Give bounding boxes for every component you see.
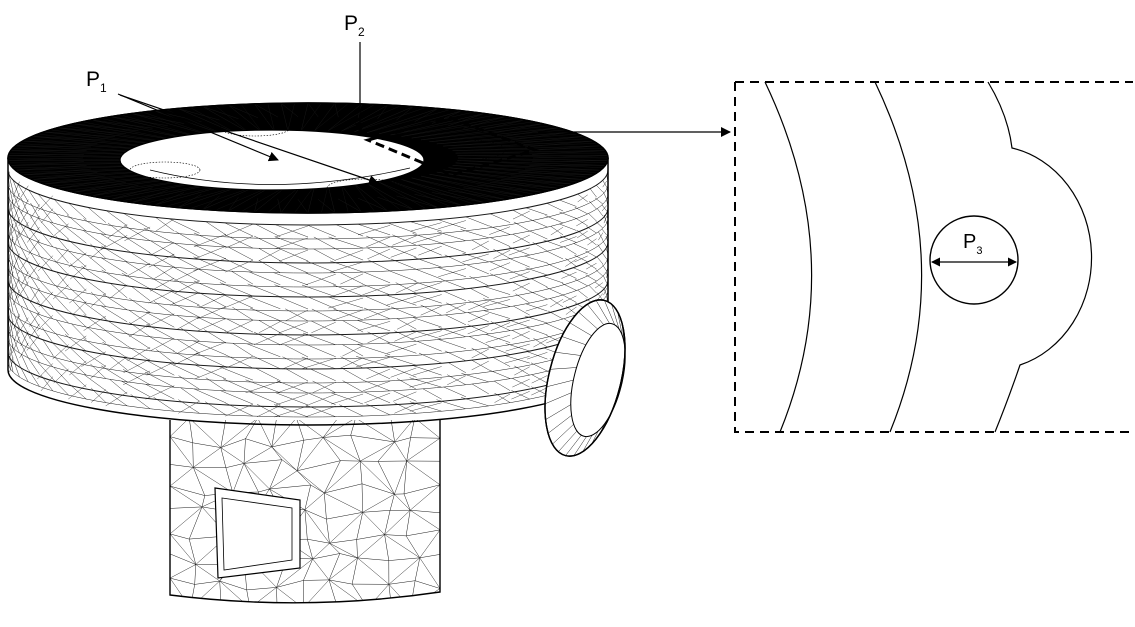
central-bore	[119, 129, 425, 191]
annotation-p2: P2	[344, 12, 365, 133]
piston-body	[7, 158, 609, 426]
annotation-p1: P1	[86, 68, 379, 185]
p2-label: P2	[344, 12, 365, 39]
piston-skirt	[169, 420, 441, 604]
side-port	[544, 299, 626, 457]
highlight-region	[363, 116, 540, 177]
ring-groove-curve-2	[874, 81, 923, 433]
ring-groove-curve-1	[764, 81, 813, 433]
piston-wireframe	[7, 102, 626, 604]
p1-label: P1	[86, 68, 107, 95]
p1-arrow-2	[119, 94, 379, 185]
ring-groove-curve-3	[987, 81, 1093, 433]
p3-label: P3	[963, 231, 982, 257]
piston-top-face	[7, 102, 609, 214]
p1-arrow-1	[117, 93, 279, 162]
detail-circle	[929, 215, 1019, 305]
detail-panel: P3	[734, 81, 1133, 433]
skirt-cutout	[214, 487, 301, 579]
